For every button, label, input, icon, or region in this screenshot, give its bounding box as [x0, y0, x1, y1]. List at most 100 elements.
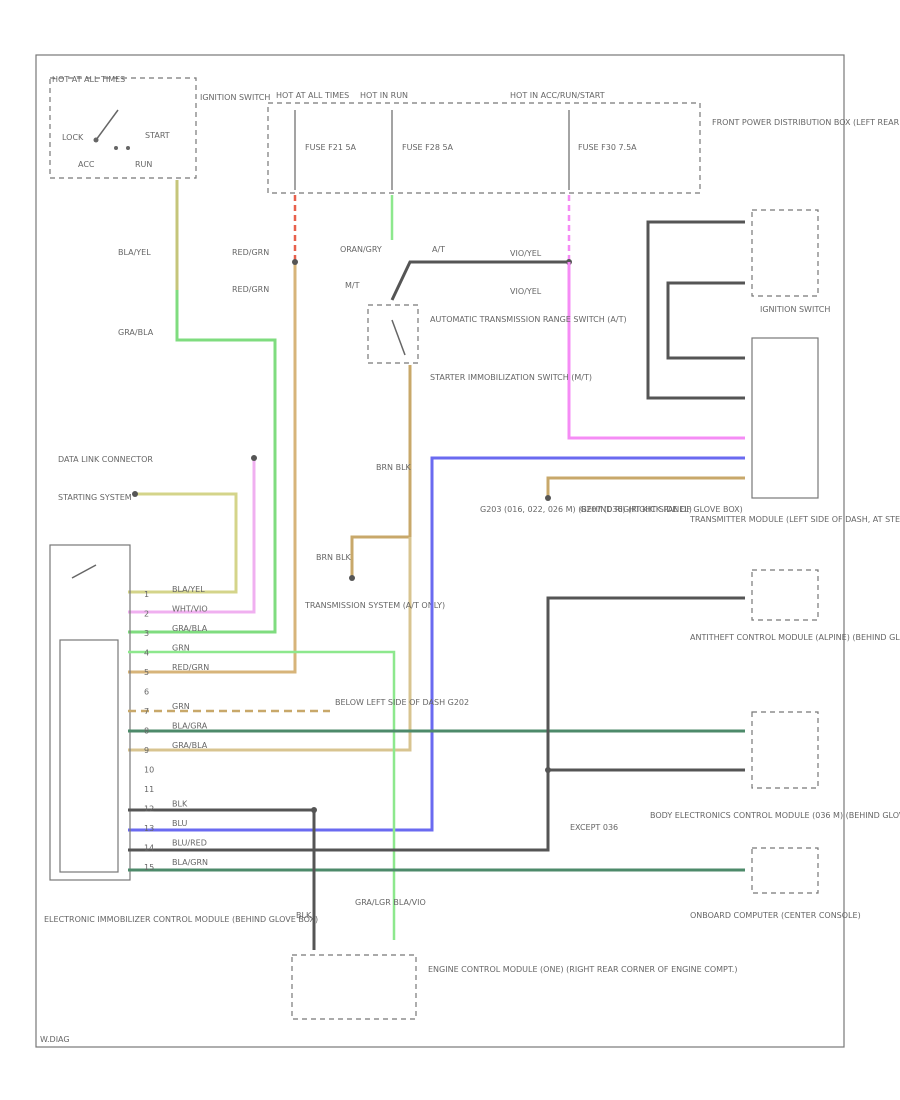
hot-at-all-times-label: HOT AT ALL TIMES	[52, 75, 125, 84]
ignition-switch-box	[49, 77, 197, 179]
gra-lgr-label: GRA/LGR BLA/VIO	[355, 898, 426, 907]
wire-ign-loop-2	[666, 281, 745, 360]
range-switch-box	[367, 304, 419, 364]
pin-number: 2	[144, 610, 149, 619]
wire-bla-yel-start	[128, 492, 238, 594]
pin-number: 3	[144, 629, 149, 638]
wire-vio-yel	[567, 262, 745, 440]
fuse-f21-label: FUSE F21 5A	[305, 143, 357, 152]
immobilizer-outer-box	[49, 544, 131, 881]
splice-start	[132, 491, 138, 497]
ignition-switch-right-box	[751, 209, 819, 297]
blk-label: BLK	[296, 911, 312, 920]
pin-wire-label: BLA/YEL	[172, 585, 205, 594]
footer-code: W.DIAG	[40, 1035, 70, 1044]
transmission-system-label: TRANSMISSION SYSTEM (A/T ONLY)	[304, 601, 445, 610]
pin-number: 5	[144, 668, 149, 677]
splice-ground	[545, 495, 551, 501]
data-link-label: DATA LINK CONNECTOR	[58, 455, 153, 464]
fuse-box	[267, 102, 701, 194]
acc-label: ACC	[78, 160, 95, 169]
pin-wire-label: GRA/BLA	[172, 741, 208, 750]
red-grn-label-2: RED/GRN	[232, 285, 269, 294]
wire-brn-blk-down	[128, 537, 412, 752]
gra-bla-label: GRA/BLA	[118, 328, 154, 337]
mt-label: M/T	[345, 281, 360, 290]
electronic-immob-label: ELECTRONIC IMMOBILIZER CONTROL MODULE (B…	[44, 915, 318, 924]
auto-trans-label: AUTOMATIC TRANSMISSION RANGE SWITCH (A/T…	[430, 315, 627, 324]
engine-control-box	[291, 954, 417, 1020]
hot-in-acc-label: HOT IN ACC/RUN/START	[510, 91, 605, 100]
oran-gry-label: ORAN/GRY	[340, 245, 382, 254]
pin-number: 10	[144, 766, 154, 775]
pin-wire-label: WHT/VIO	[172, 605, 208, 614]
splice-trans	[349, 575, 355, 581]
bec-module-label: BODY ELECTRONICS CONTROL MODULE (036 M) …	[650, 811, 900, 820]
pin-wire-label: GRN	[172, 644, 190, 653]
hot-in-run-label: HOT IN RUN	[360, 91, 408, 100]
g203-label: G203 (016, 022, 026 M) (BEHIND RIGHT KIC…	[480, 505, 692, 514]
pin-wire-label: BLU/RED	[172, 839, 207, 848]
starter-immob-label: STARTER IMMOBILIZATION SWITCH (M/T)	[430, 373, 592, 382]
pin-number: 15	[144, 863, 154, 872]
pin-number: 7	[144, 707, 149, 716]
below-left-label: BELOW LEFT SIDE OF DASH G202	[335, 698, 469, 707]
except-036-label: EXCEPT 036	[570, 823, 618, 832]
pin-number: 12	[144, 805, 154, 814]
pin-wire-label: BLU	[172, 819, 188, 828]
pin-number: 8	[144, 727, 149, 736]
pin-number: 14	[144, 844, 154, 853]
lock-label: LOCK	[62, 133, 84, 142]
transmitter-label: TRANSMITTER MODULE (LEFT SIDE OF DASH, A…	[689, 515, 900, 524]
vio-yel-label-2: VIO/YEL	[510, 287, 542, 296]
splice-mid	[545, 767, 551, 773]
pin-number: 4	[144, 649, 149, 658]
brn-blk-label-1: BRN BLK	[376, 463, 412, 472]
at-label: A/T	[432, 245, 445, 254]
ignition-switch-arm	[95, 109, 119, 141]
transmitter-module-box	[751, 337, 819, 499]
wire-brn-blk	[350, 365, 412, 578]
splice-blk	[311, 807, 317, 813]
pin-wire-label: GRA/BLA	[172, 624, 208, 633]
wire-blu	[128, 456, 745, 832]
bla-yel-label: BLA/YEL	[118, 248, 151, 257]
bec-box	[751, 847, 819, 894]
onboard-label: ONBOARD COMPUTER (CENTER CONSOLE)	[690, 911, 861, 920]
pin-number: 1	[144, 590, 149, 599]
vio-yel-label-1: VIO/YEL	[510, 249, 542, 258]
wire-red-grn	[128, 262, 297, 674]
immobilizer-switch	[71, 564, 97, 579]
bec-upper-box	[751, 711, 819, 789]
immobilizer-pin-labels: 1BLA/YEL2WHT/VIO3GRA/BLA4GRN5RED/GRN67GR…	[144, 585, 209, 872]
diagram-frame	[35, 54, 845, 1048]
range-switch-arm	[391, 319, 406, 356]
pin-wire-label: BLK	[172, 800, 188, 809]
run-label: RUN	[135, 160, 152, 169]
ignition-contact-1	[114, 146, 118, 150]
pin-number: 9	[144, 746, 149, 755]
brn-blk-label-2: BRN BLK	[316, 553, 352, 562]
wire-grn	[128, 650, 396, 940]
pin-wire-label: GRN	[172, 702, 190, 711]
wire-dark-top	[390, 260, 569, 301]
pin-wire-label: BLA/GRN	[172, 858, 208, 867]
pin-number: 13	[144, 824, 154, 833]
pin-wire-label: RED/GRN	[172, 663, 209, 672]
ignition-contact-2	[126, 146, 130, 150]
engine-control-label: ENGINE CONTROL MODULE (ONE) (RIGHT REAR …	[428, 965, 737, 974]
antitheft-box	[751, 569, 819, 621]
antitheft-label: ANTITHEFT CONTROL MODULE (ALPINE) (BEHIN…	[690, 633, 900, 642]
wire-gra-bla	[128, 290, 277, 634]
ignition-switch-right-label: IGNITION SWITCH	[760, 305, 830, 314]
immobilizer-inner-box	[59, 639, 119, 873]
ignition-pivot	[93, 137, 99, 143]
red-grn-label-1: RED/GRN	[232, 248, 269, 257]
pin-number: 11	[144, 785, 154, 794]
splice-red-grn	[292, 259, 298, 265]
hot-at-all-times-fuse-label: HOT AT ALL TIMES	[276, 91, 349, 100]
start-label: START	[145, 131, 170, 140]
starting-system-label: STARTING SYSTEM	[58, 493, 132, 502]
pin-number: 6	[144, 688, 149, 697]
